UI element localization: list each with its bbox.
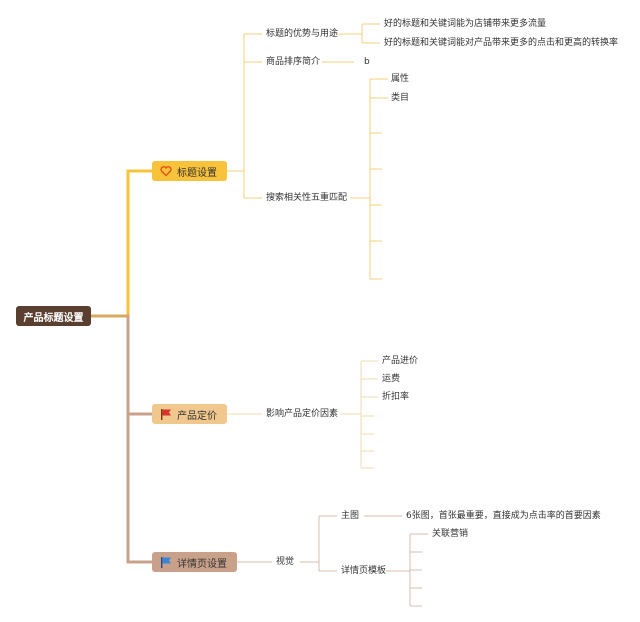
heart-icon: [160, 165, 172, 177]
branch-pricing[interactable]: 产品定价: [152, 404, 227, 424]
leaf-shipping[interactable]: 运费: [382, 374, 401, 384]
leaf-related-marketing[interactable]: 关联营销: [432, 529, 469, 539]
flag-icon: [160, 408, 172, 420]
leaf-six-images[interactable]: 6张图，首张最重要，直接成为点击率的首要因素: [406, 511, 601, 521]
root-node[interactable]: 产品标题设置: [16, 306, 91, 326]
branch-detail-page[interactable]: 详情页设置: [152, 552, 237, 572]
leaf-b[interactable]: b: [364, 57, 370, 67]
node-detail-template[interactable]: 详情页模板: [341, 566, 387, 576]
branch-title-settings[interactable]: 标题设置: [152, 161, 227, 181]
flag-icon: [160, 556, 172, 568]
leaf-purchase-price[interactable]: 产品进价: [382, 356, 419, 366]
node-visual[interactable]: 视觉: [276, 557, 295, 567]
leaf-more-traffic[interactable]: 好的标题和关键词能为店铺带来更多流量: [384, 19, 547, 29]
node-title-advantages[interactable]: 标题的优势与用途: [266, 29, 339, 39]
branch-label: 详情页设置: [177, 558, 227, 570]
branch-label: 产品定价: [177, 410, 217, 422]
leaf-discount-rate[interactable]: 折扣率: [382, 392, 410, 402]
branch-label: 标题设置: [177, 167, 217, 179]
node-pricing-factors[interactable]: 影响产品定价因素: [266, 409, 339, 419]
node-relevance-match[interactable]: 搜索相关性五重匹配: [266, 193, 348, 203]
leaf-category[interactable]: 类目: [391, 93, 410, 103]
node-main-image[interactable]: 主图: [341, 511, 360, 521]
leaf-more-clicks[interactable]: 好的标题和关键词能对产品带来更多的点击和更高的转换率: [384, 38, 619, 48]
leaf-attribute[interactable]: 属性: [391, 74, 410, 84]
node-sorting-intro[interactable]: 商品排序简介: [266, 57, 321, 67]
